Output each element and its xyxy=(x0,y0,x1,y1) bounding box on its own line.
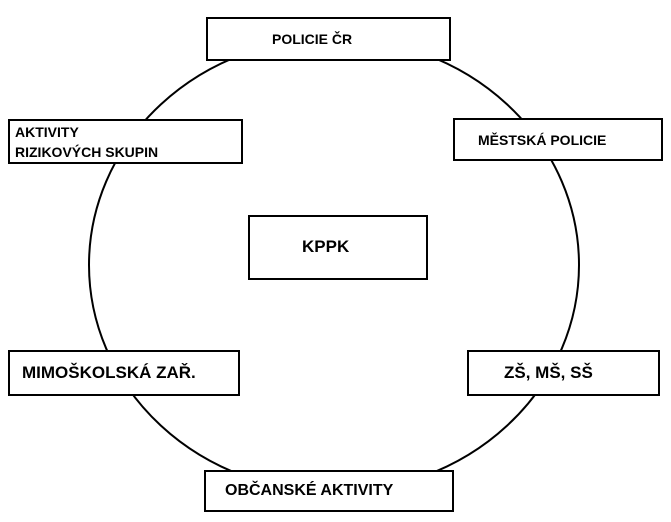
node-obcanske-aktivity: OBČANSKÉ AKTIVITY xyxy=(204,470,454,512)
node-policie-cr-label: POLICIE ČR xyxy=(272,31,353,47)
center-node-kppk-label: KPPK xyxy=(302,237,350,256)
node-mimoskolska-zar: MIMOŠKOLSKÁ ZAŘ. xyxy=(8,350,240,396)
node-policie-cr: POLICIE ČR xyxy=(206,17,451,61)
node-mestska-policie-label: MĚSTSKÁ POLICIE xyxy=(478,131,607,148)
node-mestska-policie: MĚSTSKÁ POLICIE xyxy=(453,118,663,161)
node-mimoskolska-zar-label: MIMOŠKOLSKÁ ZAŘ. xyxy=(22,363,196,382)
node-zs-ms-ss: ZŠ, MŠ, SŠ xyxy=(467,350,660,396)
node-aktivity-rizikovych-skupin: AKTIVITY RIZIKOVÝCH SKUPIN xyxy=(8,119,243,164)
node-aktivity-rizikovych-skupin-label: AKTIVITY RIZIKOVÝCH SKUPIN xyxy=(15,123,159,160)
node-obcanske-aktivity-label: OBČANSKÉ AKTIVITY xyxy=(225,482,394,499)
center-node-kppk: KPPK xyxy=(248,215,428,280)
node-zs-ms-ss-label: ZŠ, MŠ, SŠ xyxy=(504,363,593,382)
